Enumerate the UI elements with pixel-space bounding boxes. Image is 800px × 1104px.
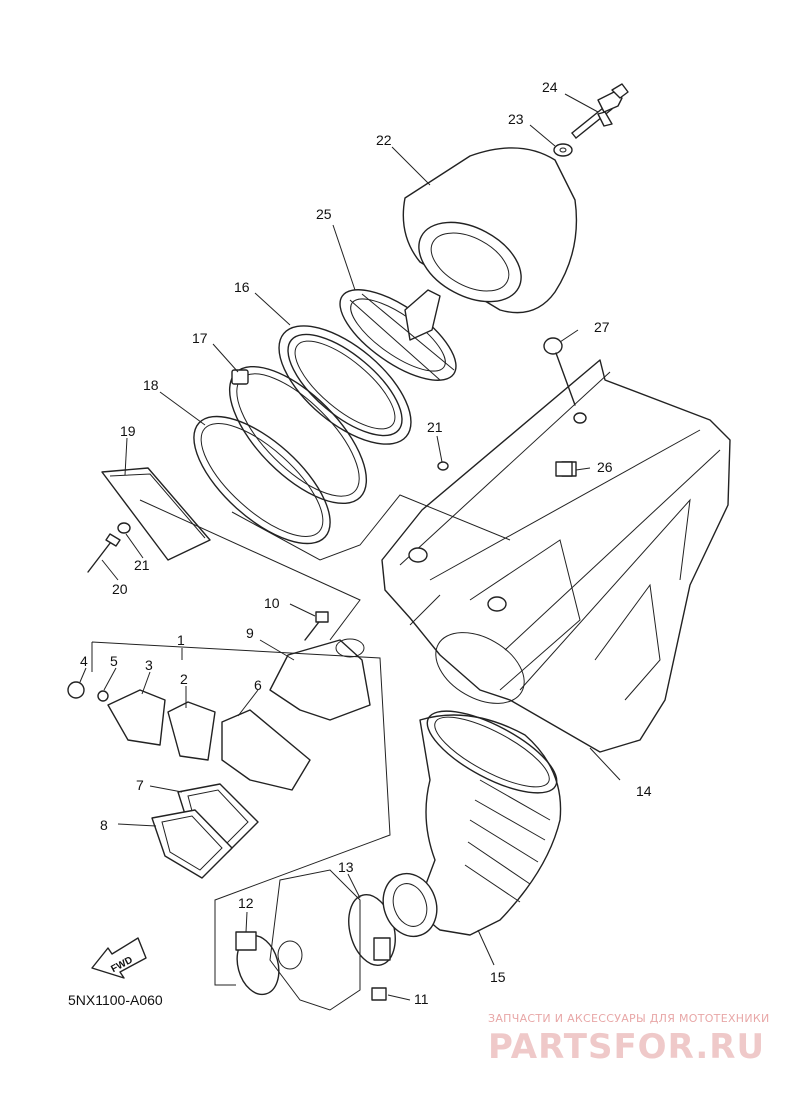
part-15-intake-joint	[419, 710, 562, 936]
part-23-washer	[553, 143, 573, 157]
callout-24: 24	[542, 79, 558, 95]
callout-26: 26	[597, 459, 613, 475]
carburetor-outline	[269, 869, 361, 1011]
part-17-clamp-ring	[228, 365, 368, 505]
callout-7: 7	[136, 777, 144, 793]
part-4-screw	[67, 681, 85, 699]
part-20-screw	[87, 533, 121, 573]
callout-20: 20	[112, 581, 128, 597]
callout-4: 4	[80, 653, 88, 669]
callout-labels: 1 2 3 4 5 6 7 8 9 10 11 12 13 14 15 16 1…	[80, 79, 652, 1007]
part-24-bolt	[571, 83, 629, 139]
assembly-frame	[91, 494, 511, 986]
part-27-bolt	[543, 337, 576, 406]
part-11-nut	[371, 987, 387, 1001]
callout-6: 6	[254, 677, 262, 693]
callout-27: 27	[594, 319, 610, 335]
callout-3: 3	[145, 657, 153, 673]
part-26-clip-nut	[555, 461, 573, 477]
callout-17: 17	[192, 330, 208, 346]
watermark-tagline: ЗАПЧАСТИ И АКСЕССУАРЫ ДЛЯ МОТОТЕХНИКИ	[488, 1012, 770, 1025]
part-6-reed-body	[221, 709, 311, 791]
callout-18: 18	[143, 377, 159, 393]
watermark: ЗАПЧАСТИ И АКСЕССУАРЫ ДЛЯ МОТОТЕХНИКИ PA…	[488, 1012, 770, 1067]
part-22-air-filter	[402, 147, 578, 314]
callout-8: 8	[100, 817, 108, 833]
part-8-gasket	[151, 809, 233, 879]
callout-12: 12	[238, 895, 254, 911]
part-14-air-box	[381, 359, 731, 753]
part-12-clamp	[235, 931, 280, 996]
joint-rubber	[382, 872, 438, 938]
callout-25: 25	[316, 206, 332, 222]
fwd-arrow-icon: FWD	[91, 937, 147, 979]
part-9-manifold	[269, 638, 371, 721]
part-21-washer-upper	[437, 461, 449, 471]
callout-21-upper: 21	[427, 419, 443, 435]
part-10-bolt	[304, 611, 329, 641]
callout-2: 2	[180, 671, 188, 687]
callout-22: 22	[376, 132, 392, 148]
callout-9: 9	[246, 625, 254, 641]
leader-lines	[79, 93, 621, 1001]
part-3-reed-stopper	[107, 689, 166, 746]
callout-19: 19	[120, 423, 136, 439]
part-19-plate	[101, 467, 211, 561]
callout-1: 1	[177, 632, 185, 648]
part-5-washer	[97, 690, 109, 702]
part-2-reed	[167, 701, 216, 761]
callout-14: 14	[636, 783, 652, 799]
part-18-seal-ring	[193, 415, 331, 545]
part-21-washer-lower	[117, 522, 131, 534]
callout-23: 23	[508, 111, 524, 127]
callout-16: 16	[234, 279, 250, 295]
watermark-logo: PARTSFOR.RU	[488, 1027, 765, 1067]
callout-21-lower: 21	[134, 557, 150, 573]
part-25-filter-guide	[339, 289, 457, 381]
part-16-gasket-ring	[278, 325, 412, 445]
callout-15: 15	[490, 969, 506, 985]
callout-13: 13	[338, 859, 354, 875]
diagram-code: 5NX1100-A060	[68, 992, 163, 1008]
callout-5: 5	[110, 653, 118, 669]
callout-11: 11	[414, 991, 429, 1007]
callout-10: 10	[264, 595, 280, 611]
